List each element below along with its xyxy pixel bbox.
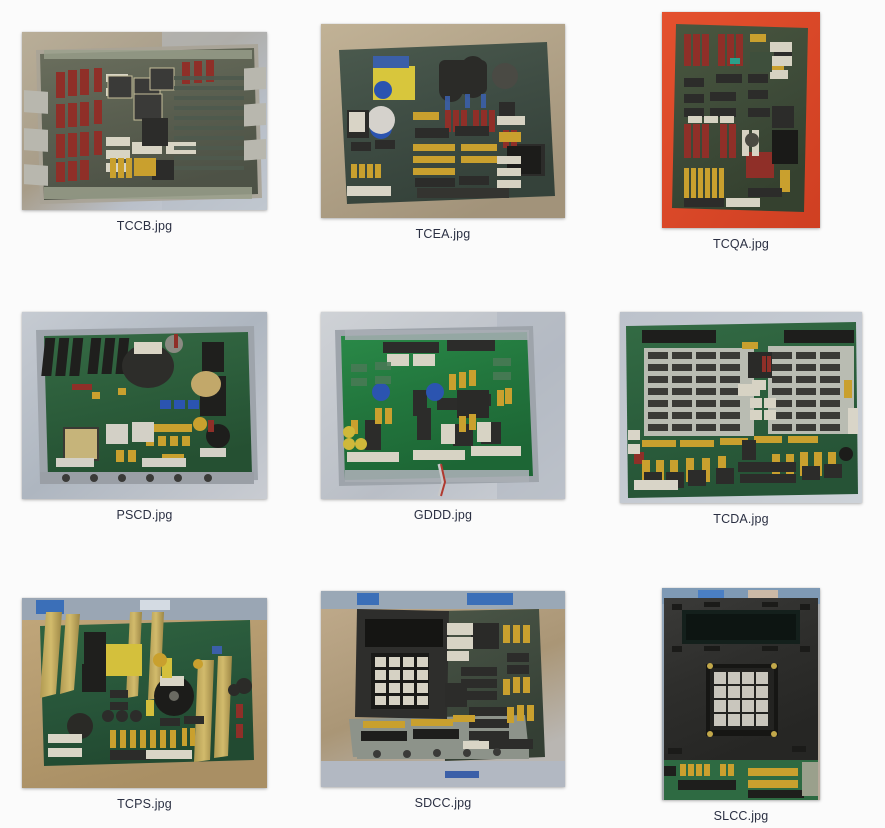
image-caption: TCPS.jpg [117,797,172,811]
circuit-board-photo [321,24,565,218]
gallery-item[interactable]: TCPS.jpg [22,598,267,811]
thumbnail-image[interactable] [321,24,565,218]
image-caption: TCCB.jpg [116,219,173,233]
circuit-board-photo [662,588,820,800]
thumbnail-image[interactable] [22,312,267,499]
gallery-item[interactable]: GDDD.jpg [321,312,565,522]
gallery-item[interactable]: SLCC.jpg [662,588,820,823]
circuit-board-photo [321,591,565,787]
thumbnail-image[interactable] [620,312,862,503]
thumbnail-image[interactable] [662,588,820,800]
image-caption: TCEA.jpg [415,227,471,241]
circuit-board-photo [22,598,267,788]
gallery-item[interactable]: TCDA.jpg [620,312,862,526]
gallery-item[interactable]: TCEA.jpg [321,24,565,241]
gallery-item[interactable]: PSCD.jpg [22,312,267,522]
gallery-item[interactable]: TCCB.jpg [22,32,267,233]
image-caption: SDCC.jpg [414,796,472,810]
gallery-item[interactable]: TCQA.jpg [662,12,820,251]
image-caption: TCDA.jpg [713,512,769,526]
gallery-item[interactable]: SDCC.jpg [321,591,565,810]
thumbnail-image[interactable] [662,12,820,228]
circuit-board-photo [662,12,820,228]
circuit-board-photo [620,312,862,503]
thumbnail-image[interactable] [321,312,565,499]
image-caption: GDDD.jpg [413,508,473,522]
thumbnail-image[interactable] [22,598,267,788]
circuit-board-photo [321,312,565,499]
thumbnail-image[interactable] [22,32,267,210]
circuit-board-photo [22,32,267,210]
thumbnail-image[interactable] [321,591,565,787]
image-caption: TCQA.jpg [712,237,770,251]
image-caption: SLCC.jpg [713,809,769,823]
circuit-board-photo [22,312,267,499]
image-caption: PSCD.jpg [116,508,173,522]
